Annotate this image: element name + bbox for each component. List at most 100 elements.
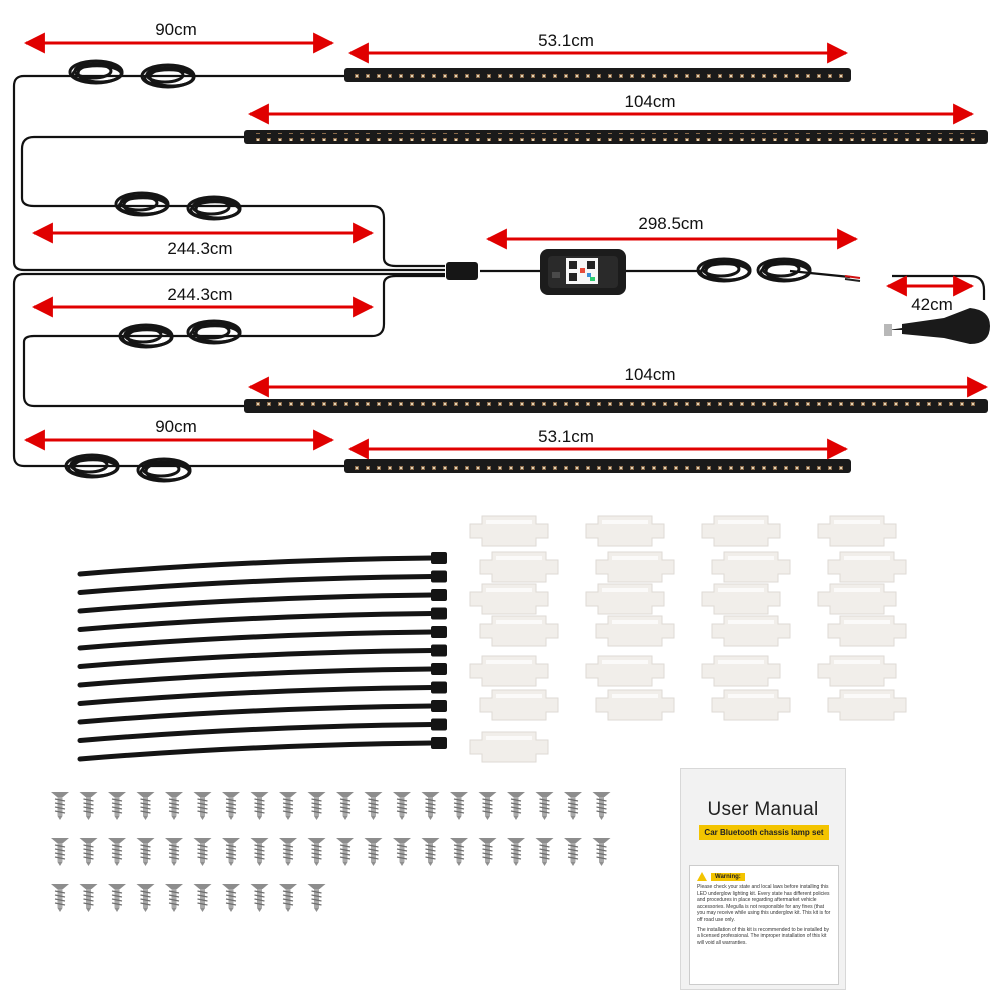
wire-bottom (12, 272, 445, 468)
mounting-clip (827, 615, 907, 647)
warning-icon (697, 872, 707, 881)
warning-paragraph-1: Please check your state and local laws b… (697, 884, 831, 923)
screw (449, 791, 469, 821)
screw (221, 883, 241, 913)
mounting-clip (817, 583, 897, 615)
screw (420, 837, 441, 867)
mounting-clip (595, 689, 675, 721)
screw (135, 791, 156, 821)
screw (306, 791, 327, 821)
mounting-clip (479, 551, 559, 583)
mounting-clip (479, 689, 559, 721)
mounting-clips (469, 515, 907, 763)
led-strip-lower-long (244, 399, 988, 413)
user-manual: User Manual Car Bluetooth chassis lamp s… (680, 768, 846, 990)
label-top-wire: 90cm (155, 20, 197, 39)
manual-warning-page: Warning: Please check your state and loc… (689, 865, 839, 985)
cable-tie (77, 607, 447, 632)
led-strip-top (344, 68, 851, 82)
screw (335, 837, 355, 867)
mounting-clip (469, 655, 549, 687)
mounting-clip (479, 615, 559, 647)
warning-paragraph-2: The installation of this kit is recommen… (697, 926, 830, 946)
label-controller-wire: 298.5cm (638, 214, 703, 233)
cable-ties (77, 552, 447, 762)
screws (50, 791, 612, 913)
mounting-clip (711, 551, 791, 583)
label-upper-wire: 244.3cm (167, 239, 232, 258)
mounting-clip (817, 655, 897, 687)
screw (192, 791, 213, 821)
screw (164, 837, 184, 867)
screw (192, 837, 213, 867)
mounting-clip (701, 655, 781, 687)
wire-upper (20, 135, 445, 268)
screw (534, 837, 555, 867)
screw (363, 837, 384, 867)
cable-tie (77, 626, 447, 651)
cable-tie (77, 737, 447, 762)
screw (392, 837, 412, 867)
screw (563, 791, 583, 821)
screw (164, 791, 184, 821)
screw (221, 791, 241, 821)
label-bottom-wire: 90cm (155, 417, 197, 436)
screw (192, 883, 213, 913)
screw (278, 883, 298, 913)
screw (164, 883, 184, 913)
cable-tie (77, 644, 447, 669)
label-lower-wire: 244.3cm (167, 285, 232, 304)
cable-tie (77, 700, 447, 725)
cable-tie (77, 589, 447, 614)
screw (449, 837, 469, 867)
screw (78, 837, 99, 867)
bluetooth-controller (540, 249, 626, 295)
mounting-clip (701, 583, 781, 615)
cable-tie (77, 570, 447, 595)
screw (591, 837, 612, 867)
mounting-clip (711, 689, 791, 721)
mounting-clip (585, 583, 665, 615)
label-top-strip: 53.1cm (538, 31, 594, 50)
screw (534, 791, 555, 821)
label-plug-wire: 42cm (911, 295, 953, 314)
cable-tie (77, 681, 447, 706)
screw (392, 791, 412, 821)
led-strips (244, 68, 988, 473)
screw (249, 791, 270, 821)
screw (591, 791, 612, 821)
screw (135, 837, 156, 867)
screw (563, 837, 583, 867)
screw (107, 883, 127, 913)
screw (363, 791, 384, 821)
screw (107, 791, 127, 821)
cable-tie (77, 718, 447, 743)
mounting-clip (827, 551, 907, 583)
cable-tie (77, 552, 447, 577)
screw (50, 837, 70, 867)
screw (420, 791, 441, 821)
screw (221, 837, 241, 867)
mounting-clip (585, 655, 665, 687)
screw (50, 791, 70, 821)
screw (335, 791, 355, 821)
label-lower-long-strip: 104cm (624, 365, 675, 384)
mounting-clip (817, 515, 897, 547)
screw (477, 791, 498, 821)
manual-title: User Manual (707, 799, 819, 820)
screw (278, 791, 298, 821)
mounting-clip (827, 689, 907, 721)
screw (50, 883, 70, 913)
mounting-clip (585, 515, 665, 547)
screw (477, 837, 498, 867)
junction-connector (446, 262, 478, 280)
cable-tie (77, 663, 447, 688)
wire-top (12, 74, 445, 272)
led-strip-upper-long (244, 130, 988, 144)
screw (278, 837, 298, 867)
screw (249, 837, 270, 867)
screw (249, 883, 270, 913)
screw (306, 837, 327, 867)
mounting-clip (469, 583, 549, 615)
